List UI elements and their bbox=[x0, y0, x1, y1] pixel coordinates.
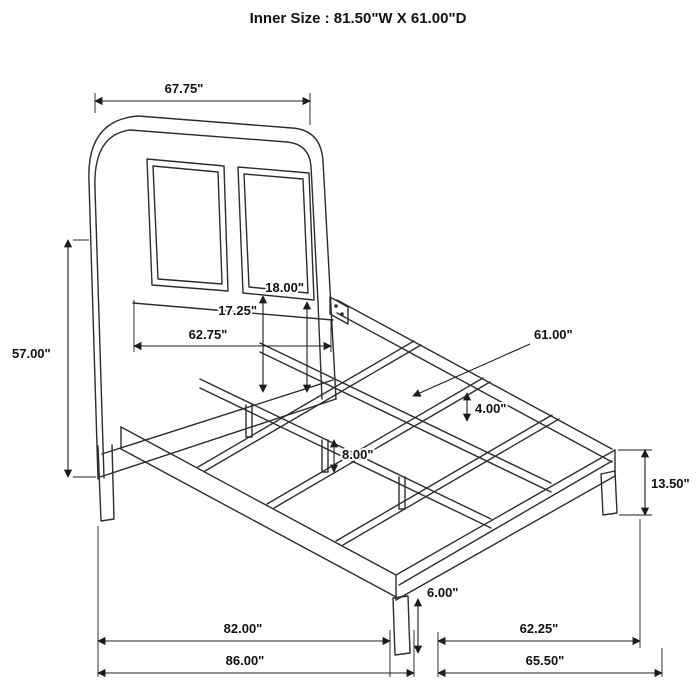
slats-and-supports bbox=[197, 340, 560, 546]
dim-headboard-top-width: 67.75" bbox=[165, 81, 204, 96]
slat-2 bbox=[266, 377, 491, 509]
footboard-front-leg bbox=[392, 595, 411, 656]
dim-inner-width-bottom: 62.25" bbox=[520, 621, 559, 636]
dim-panel-b: 18.00" bbox=[265, 280, 304, 295]
bracket-bolt-2 bbox=[340, 312, 344, 316]
bed-drawing bbox=[88, 115, 618, 656]
headboard-outline bbox=[88, 115, 337, 480]
rail-bracket bbox=[329, 296, 349, 325]
headboard-side-edge bbox=[94, 129, 323, 479]
dim-inner-depth: 61.00" bbox=[534, 327, 573, 342]
headboard-left-leg bbox=[97, 444, 115, 522]
bracket-bolt-1 bbox=[334, 304, 338, 308]
headboard-bottom-rail-line bbox=[101, 379, 334, 455]
dim-support-leg-height: 8.00" bbox=[342, 447, 373, 462]
headboard-panel-right-inner bbox=[243, 173, 309, 294]
side-rails bbox=[120, 296, 613, 598]
headboard-panel-left-outer bbox=[146, 158, 229, 292]
footboard bbox=[392, 449, 618, 656]
support-leg-2 bbox=[321, 439, 329, 473]
dimension-annotations: 67.75" 57.00" 62.75" 17.25" 18.00" 61.00… bbox=[10, 79, 692, 678]
headboard bbox=[88, 115, 337, 522]
dim-overall-length: 86.00" bbox=[226, 653, 265, 668]
footboard-bottom-edge bbox=[395, 475, 616, 601]
footboard-inner-line bbox=[398, 460, 613, 586]
footboard-right-leg bbox=[600, 470, 618, 516]
headboard-bottom-edge bbox=[99, 398, 337, 478]
headboard-panel-right-outer bbox=[237, 166, 315, 301]
dim-overall-width-bottom: 65.50" bbox=[526, 653, 565, 668]
dim-foot-leg-height: 6.00" bbox=[427, 585, 458, 600]
leader-line-inner-depth bbox=[412, 343, 531, 397]
back-rail-bottom bbox=[336, 312, 613, 463]
support-leg-3 bbox=[398, 476, 406, 510]
dim-panel-a: 17.25" bbox=[218, 303, 257, 318]
slat-1 bbox=[197, 340, 422, 472]
back-rail-top bbox=[336, 299, 613, 450]
footboard-top-edge bbox=[395, 449, 616, 576]
front-rail-top bbox=[120, 426, 397, 576]
dim-headboard-height: 57.00" bbox=[12, 346, 51, 361]
dim-footboard-height: 13.50" bbox=[651, 476, 690, 491]
slat-3 bbox=[335, 414, 560, 546]
extension-lines bbox=[73, 93, 663, 677]
headboard-panel-left-inner bbox=[152, 165, 223, 285]
headboard-panel-base-line bbox=[132, 302, 334, 321]
front-rail-bottom bbox=[120, 448, 397, 598]
page-title: Inner Size : 81.50"W X 61.00"D bbox=[250, 10, 467, 27]
dim-inner-length: 82.00" bbox=[224, 621, 263, 636]
center-rail-a bbox=[259, 342, 552, 493]
dim-headboard-inner-width: 62.75" bbox=[189, 327, 228, 342]
dim-rail-width: 4.00" bbox=[475, 401, 506, 416]
support-leg-1 bbox=[245, 404, 253, 438]
